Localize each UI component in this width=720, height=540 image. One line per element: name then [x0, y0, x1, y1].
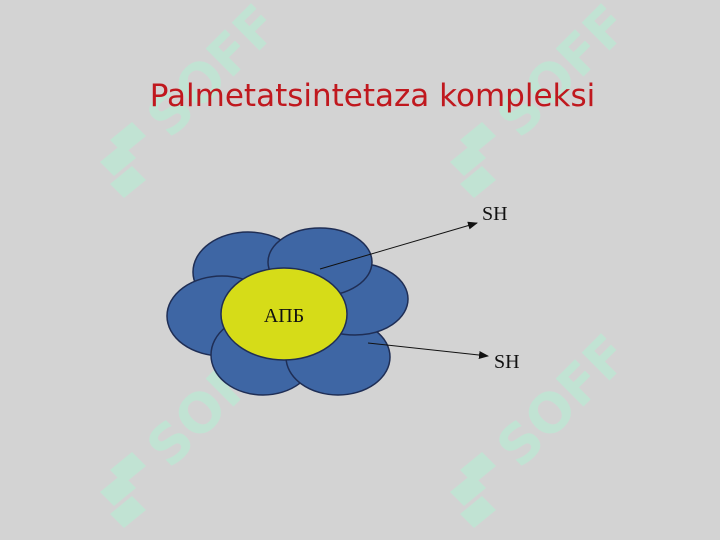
sh-label-top: SH	[482, 203, 508, 225]
sh-label-bottom: SH	[494, 351, 520, 373]
arrow-top	[319, 221, 478, 270]
center-label: АПБ	[264, 305, 304, 327]
center-disk	[220, 267, 348, 361]
arrow-bottom	[367, 342, 489, 360]
slide-title: Palmetatsintetaza kompleksi	[149, 78, 596, 114]
